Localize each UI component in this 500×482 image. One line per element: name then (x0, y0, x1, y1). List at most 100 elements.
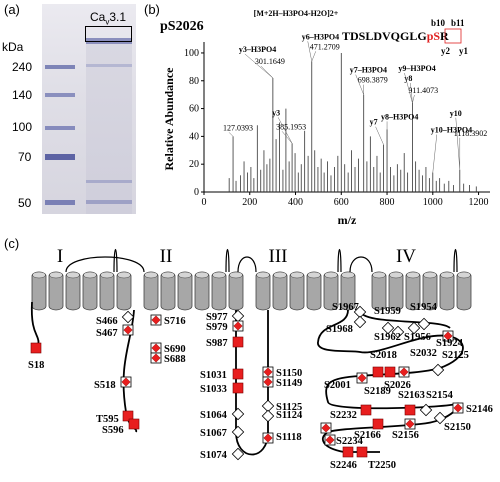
spectrum-title: pS2026 (160, 19, 204, 34)
sample-band (86, 64, 132, 67)
site-label: S1074 (200, 450, 228, 461)
domain-label-II: II (160, 246, 173, 267)
helix-cap (195, 271, 209, 279)
x-tick-label: 0 (202, 197, 207, 208)
peak-annotation: 301.1649 (255, 57, 285, 66)
panel-label-c: (c) (4, 236, 20, 251)
site-label: S1064 (200, 410, 228, 421)
x-tick-label: 600 (334, 197, 349, 208)
candidate-site-marker (353, 305, 367, 319)
helix-cap (229, 271, 243, 279)
helix-cap (256, 271, 270, 279)
sequence-prefix: TDSLDVQGLG (342, 29, 427, 43)
helix-cap (423, 271, 437, 279)
peak-annotation: 385.1953 (276, 122, 306, 131)
peak-annotation: y3 (272, 108, 280, 117)
candidate-site-marker (381, 321, 395, 335)
helix-cap (83, 271, 97, 279)
lane-label-box (85, 26, 132, 42)
peak-annotation: y7–H3PO4 (350, 66, 387, 75)
gel-unit-label: kDa (2, 40, 24, 54)
seq-ion-y1: y1 (459, 46, 469, 56)
helix-cap (307, 271, 321, 279)
y-tick-label: 60 (189, 104, 199, 115)
peak-annotation: y8–H3PO4 (381, 112, 418, 121)
candidate-site-marker (431, 363, 445, 377)
candidate-site-marker (231, 425, 245, 439)
phospho-site-marker (151, 315, 161, 325)
site-label: S987 (206, 338, 228, 349)
helix-cap (161, 271, 175, 279)
annotation-leader (244, 53, 274, 79)
phospho-site-marker (356, 446, 368, 458)
x-tick-label: 200 (242, 197, 257, 208)
site-label: S1067 (200, 428, 227, 439)
marker-100: 100 (12, 120, 33, 134)
site-label: S2150 (444, 422, 471, 433)
x-tick-label: 1000 (423, 197, 443, 208)
phospho-site-marker (151, 343, 161, 353)
site-label: S2154 (426, 390, 454, 401)
site-label: S1118 (276, 432, 302, 443)
x-tick-label: 1200 (469, 197, 489, 208)
site-label: S1962 (374, 332, 401, 343)
candidate-site-marker (391, 325, 405, 339)
site-label: S977 (206, 312, 228, 323)
x-axis-label: m/z (338, 213, 357, 227)
phospho-site-box (444, 28, 462, 44)
extracellular-loop (349, 256, 373, 273)
site-label: S596 (102, 425, 124, 436)
ladder-band (45, 93, 75, 97)
sample-lane (86, 40, 132, 214)
annotation-leader (281, 131, 293, 144)
site-label: S2189 (364, 386, 391, 397)
candidate-site-marker (121, 310, 135, 324)
site-label: S518 (94, 380, 116, 391)
helix-cap (389, 271, 403, 279)
phospho-site-marker (399, 367, 409, 377)
ladder-band (45, 154, 75, 160)
helix-cap (341, 271, 355, 279)
phospho-site-marker (232, 368, 244, 380)
site-label: S2125 (442, 350, 469, 361)
pore-loop (453, 248, 458, 273)
helix-cap (212, 271, 226, 279)
helix-cap (372, 271, 386, 279)
site-label: S2166 (354, 430, 381, 441)
site-label: S1968 (326, 324, 353, 335)
lane-label: Cav3.1 (90, 10, 127, 27)
peak-annotation: y10–H3PO4 (431, 126, 472, 135)
phospho-site-marker (263, 433, 273, 443)
annotation-leader (432, 134, 438, 173)
y-tick-label: 20 (189, 159, 199, 170)
site-label: S1954 (410, 302, 438, 313)
phospho-site-marker (151, 353, 161, 363)
phospho-site-marker (128, 418, 140, 430)
site-label: S1924 (436, 338, 464, 349)
y-tick-label: 40 (189, 131, 199, 142)
annotation-leader (311, 51, 316, 62)
site-label: S1124 (276, 410, 303, 421)
candidate-site-marker (419, 403, 433, 417)
helix-cap (66, 271, 80, 279)
precursor-label: [M+2H–H3PO4-H2O]2+ (254, 9, 339, 18)
domain-label-III: III (269, 246, 288, 267)
phospho-site-marker (263, 377, 273, 387)
annotation-leader (228, 132, 234, 137)
peak-annotation: y8 (404, 74, 412, 83)
candidate-site-marker (407, 321, 421, 335)
peak-annotation: 127.0393 (223, 123, 253, 132)
phospho-site-marker (360, 404, 372, 416)
y-tick-label: 100 (184, 48, 199, 59)
helix-cap (49, 271, 63, 279)
phospho-site-marker (404, 404, 416, 416)
marker-50: 50 (18, 196, 32, 210)
marker-70: 70 (18, 150, 32, 164)
x-tick-label: 400 (288, 197, 303, 208)
peak-annotation: 1118.3902 (454, 129, 487, 138)
marker-240: 240 (12, 60, 33, 74)
phospho-site-marker (232, 336, 244, 348)
site-label: S18 (28, 360, 44, 371)
helix-cap (117, 271, 131, 279)
site-label: S979 (206, 322, 228, 333)
